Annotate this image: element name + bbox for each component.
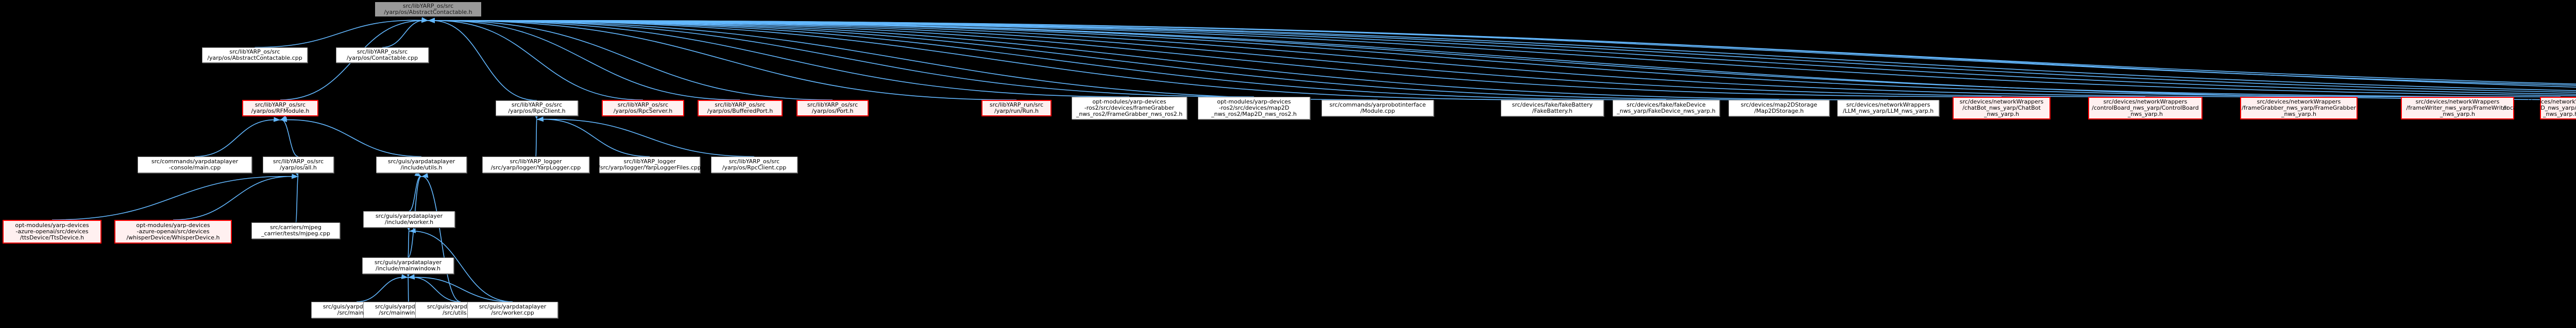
dependency-edge bbox=[428, 18, 1255, 97]
dependency-edge bbox=[173, 174, 299, 220]
dependency-edge bbox=[428, 18, 2576, 96]
graph-node[interactable]: src/libYARP_os/src /yarp/os/AbstractCont… bbox=[202, 47, 308, 63]
dependency-edge bbox=[428, 18, 1667, 100]
graph-node[interactable]: src/guis/yarpdataplayer /include/worker.… bbox=[363, 211, 455, 228]
graph-node[interactable]: src/libYARP_os/src /yarp/os/all.h bbox=[263, 157, 334, 173]
graph-node[interactable]: src/libYARP_os/src /yarp/os/RpcClient.cp… bbox=[711, 157, 798, 173]
dependency-edge bbox=[428, 18, 1780, 100]
graph-node[interactable]: src/devices/networkWrappers /chatBot_nws… bbox=[1953, 97, 2050, 119]
dependency-edge bbox=[428, 18, 2299, 97]
graph-node[interactable]: src/carriers/mjpeg _carrier/tests/mjpeg.… bbox=[251, 222, 340, 239]
dependency-edge bbox=[406, 270, 411, 302]
dependency-edge bbox=[428, 18, 2576, 93]
graph-node[interactable]: src/devices/map2DStorage /Map2DStorage.h bbox=[1728, 100, 1829, 116]
dependency-edge bbox=[536, 116, 755, 157]
dependency-edge bbox=[428, 18, 2561, 97]
dependency-edge bbox=[280, 117, 422, 157]
dependency-edge bbox=[409, 171, 422, 212]
graph-node[interactable]: src/libYARP_run/src /yarp/run/Run.h bbox=[981, 100, 1052, 116]
dependency-edge bbox=[428, 18, 1889, 100]
dependency-edge bbox=[428, 18, 1017, 100]
dependency-edge bbox=[428, 18, 2576, 91]
dependency-edge bbox=[428, 18, 2458, 97]
dependency-edge bbox=[428, 18, 740, 100]
dependency-edge bbox=[428, 18, 643, 100]
graph-node[interactable]: src/guis/yarpdataplayer /include/utils.h bbox=[376, 157, 467, 173]
dependency-edge bbox=[428, 18, 1378, 100]
graph-node[interactable]: src/devices/fake/fakeDevice _nws_yarp/Fa… bbox=[1613, 100, 1720, 116]
graph-node[interactable]: src/devices/networkWrappers /frameGrabbe… bbox=[2240, 97, 2358, 119]
graph-node[interactable]: src/libYARP_logger /src/yarp/logger/Yarp… bbox=[598, 157, 701, 173]
graph-root-node[interactable]: src/libYARP_os/src /yarp/os/AbstractCont… bbox=[375, 2, 482, 17]
dependency-edge bbox=[428, 18, 2002, 97]
graph-node[interactable]: opt-modules/yarp-devices -ros2/src/devic… bbox=[1198, 97, 1310, 119]
graph-node[interactable]: src/commands/yarpdataplayer -console/mai… bbox=[138, 157, 252, 173]
dependency-edge bbox=[428, 18, 833, 100]
dependency-edge bbox=[428, 18, 2576, 88]
graph-node[interactable]: src/libYARP_os/src /yarp/os/RpcServer.h bbox=[602, 100, 684, 116]
dependency-edge bbox=[428, 18, 2146, 97]
dependency-edge bbox=[428, 18, 2576, 85]
dependency-edge bbox=[405, 224, 411, 258]
graph-node[interactable]: src/devices/networkWrappers /frameWriter… bbox=[2401, 97, 2514, 119]
graph-node[interactable]: src/devices/networkWrappers /localizatio… bbox=[2503, 97, 2576, 119]
dependency-edge bbox=[294, 169, 299, 223]
dependency-edge bbox=[428, 18, 2576, 95]
graph-node[interactable]: src/libYARP_os/src /yarp/os/Port.h bbox=[796, 100, 869, 116]
graph-node[interactable]: src/devices/fake/fakeBattery /FakeBatter… bbox=[1501, 100, 1604, 116]
dependency-edge bbox=[356, 274, 409, 302]
graph-node[interactable]: src/libYARP_os/src /yarp/os/RpcClient.h bbox=[496, 100, 578, 116]
graph-node[interactable]: opt-modules/yarp-devices -azure-openai/s… bbox=[3, 220, 101, 244]
graph-node[interactable]: src/libYARP_os/src /yarp/os/RFModule.h bbox=[242, 100, 318, 116]
graph-node[interactable]: src/guis/yarpdataplayer /include/mainwin… bbox=[362, 257, 454, 274]
dependency-edge bbox=[428, 18, 1553, 100]
graph-node[interactable]: src/libYARP_os/src /yarp/os/Contactable.… bbox=[336, 47, 429, 63]
graph-node[interactable]: src/libYARP_os/src /yarp/os/BufferedPort… bbox=[698, 100, 783, 116]
dependency-edge bbox=[428, 18, 2576, 86]
dependency-edge bbox=[428, 18, 537, 101]
dependency-edge bbox=[428, 18, 1130, 97]
dependency-edge bbox=[194, 117, 281, 157]
graph-node[interactable]: opt-modules/yarp-devices -azure-openai/s… bbox=[114, 220, 232, 244]
dependency-edge bbox=[428, 18, 2576, 100]
graph-node[interactable]: src/commands/yarprobotinterface /Module.… bbox=[1321, 100, 1434, 116]
dependency-edge bbox=[280, 115, 299, 157]
graph-node[interactable]: src/devices/networkWrappers /controlBoar… bbox=[2088, 97, 2202, 119]
graph-node[interactable]: src/libYARP_logger /src/yarp/logger/Yarp… bbox=[482, 157, 589, 173]
dependency-edge bbox=[382, 17, 429, 48]
dependency-edge bbox=[408, 274, 461, 302]
graph-node[interactable]: opt-modules/yarp-devices -ros2/src/devic… bbox=[1072, 97, 1187, 119]
dependency-edge bbox=[533, 112, 538, 157]
graph-node[interactable]: src/devices/networkWrappers /LLM_nws_yar… bbox=[1837, 100, 1939, 116]
dependency-edge bbox=[255, 18, 429, 48]
dependency-edge bbox=[421, 173, 461, 302]
dependency-edge bbox=[52, 174, 299, 220]
dependency-edge bbox=[536, 116, 650, 157]
dependency-edge bbox=[408, 274, 513, 302]
graph-node[interactable]: src/guis/yarpdataplayer /src/worker.cpp bbox=[467, 302, 558, 318]
